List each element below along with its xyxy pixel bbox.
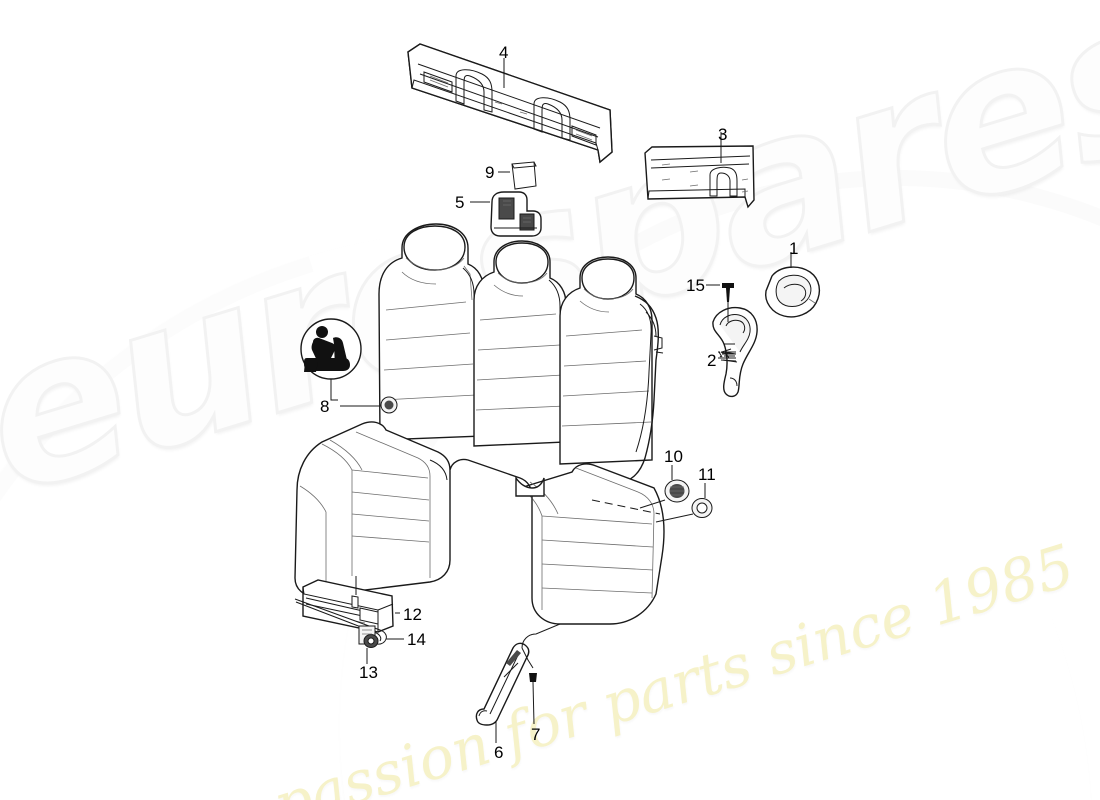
part-3-rear-shelf-panel-right: [644, 132, 755, 209]
part-6-seat-cushion-side-rail: [475, 642, 530, 743]
callout-5: 5: [455, 193, 465, 212]
callout-6: 6: [494, 743, 504, 762]
part-2-backrest-side-trim-lower: [712, 306, 758, 398]
part-15-trim-screw: [706, 283, 734, 322]
part-12-cushion-front-trim-strip: [302, 576, 400, 633]
callout-1: 1: [789, 239, 799, 258]
callout-11: 11: [698, 465, 716, 484]
part-7-rail-fastener-clip: [521, 623, 561, 725]
part-11-pivot-washer: [591, 483, 713, 523]
seat-backrest-assembly: [378, 223, 664, 484]
callout-7: 7: [531, 725, 541, 744]
part-4-rear-shelf-panel-main: [407, 43, 613, 164]
callout-14: 14: [407, 630, 426, 649]
callout-3: 3: [718, 125, 728, 144]
callout-13: 13: [359, 663, 378, 682]
part-1-backrest-side-trim-upper: [765, 252, 821, 318]
part-9-guide-cover-cap: [498, 161, 537, 190]
part-13-trim-retaining-nut: [358, 625, 379, 664]
part-10-pivot-bushing: [639, 465, 690, 509]
part-5-headrest-guide-bracket: [470, 191, 542, 237]
callout-10: 10: [664, 447, 683, 466]
callout-15: 15: [686, 276, 705, 295]
part-8-seat-position-symbol: [300, 318, 381, 407]
callout-12: 12: [403, 605, 422, 624]
callout-2: 2: [707, 351, 717, 370]
callout-4: 4: [499, 43, 509, 62]
callout-9: 9: [485, 163, 495, 182]
seat-cushion-assembly: [294, 421, 665, 625]
callout-8: 8: [320, 397, 330, 416]
